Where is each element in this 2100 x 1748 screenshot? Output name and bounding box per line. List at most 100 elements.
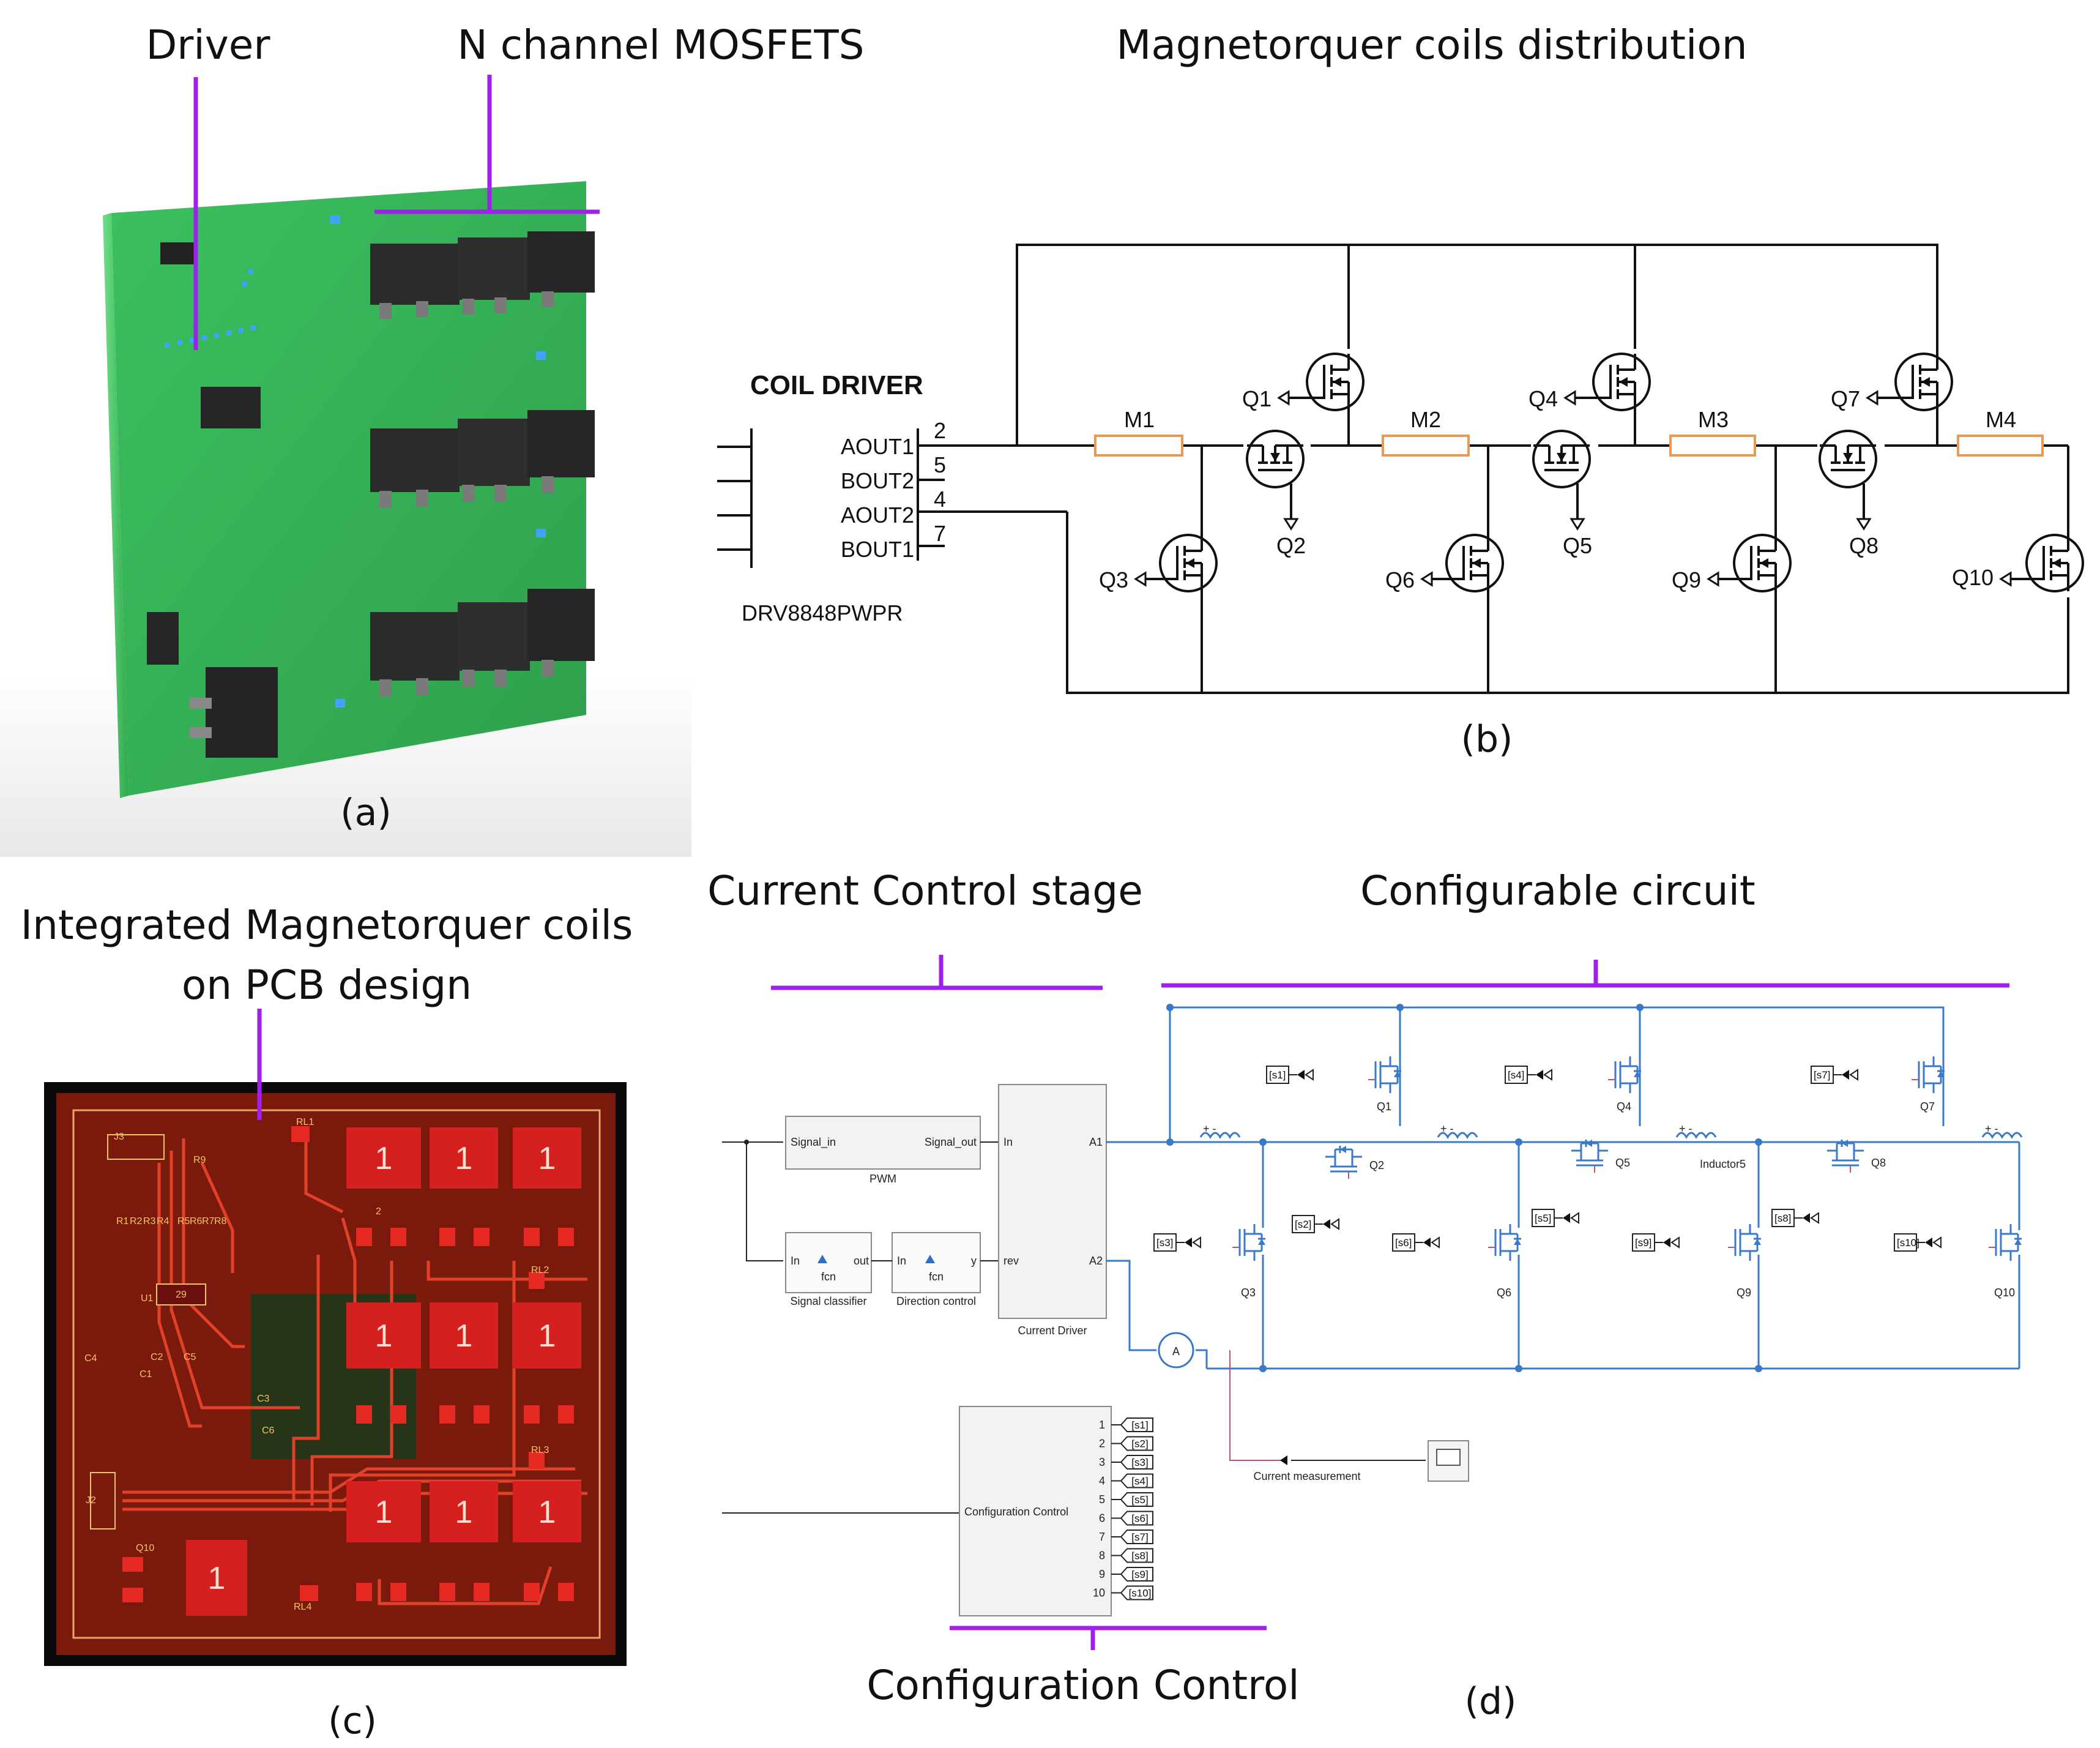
sc-name: Signal classifier — [790, 1295, 866, 1307]
inductor-1 — [1199, 1132, 1241, 1140]
pcb-ref-r5: R5 — [177, 1216, 190, 1227]
config-output-ports: 1[s1]2[s2]3[s3]4[s4]5[s5]6[s6]7[s7]8[s8]… — [1093, 1417, 1153, 1600]
pad-label: 1 — [538, 1318, 556, 1354]
cfg-port-number: 5 — [1099, 1493, 1105, 1506]
cfg-goto-label: [s3] — [1131, 1457, 1148, 1468]
inductor-label: Inductor5 — [1700, 1158, 1746, 1170]
coil-m3 — [1669, 435, 1756, 457]
cd-name: Current Driver — [1018, 1324, 1087, 1337]
schematic-ic-name: DRV8848PWPR — [742, 600, 903, 626]
cfg-goto-tag — [1120, 1567, 1153, 1582]
pcb-ref-rl3: RL3 — [531, 1445, 549, 1455]
sc-in-label: In — [791, 1255, 800, 1267]
pad-label: 1 — [455, 1318, 473, 1354]
pcb-large-pads — [186, 1127, 581, 1616]
label-q8: Q8 — [1849, 533, 1878, 558]
schematic-title: COIL DRIVER — [750, 370, 923, 400]
text-layer: Driver N channel MOSFETS Magnetorquer co… — [21, 21, 2016, 1742]
pwm-name: PWM — [869, 1173, 896, 1185]
coil-m1 — [1094, 435, 1183, 457]
label-q3: Q3 — [1099, 567, 1128, 592]
sim-label-q6: Q6 — [1497, 1287, 1511, 1299]
pcb-ref-c6: C6 — [262, 1425, 275, 1436]
cfg-goto-tag — [1120, 1473, 1153, 1488]
pcb-ref-rl4: RL4 — [294, 1602, 311, 1612]
pcb-ref-j2: J2 — [86, 1495, 96, 1506]
connector-small — [147, 612, 179, 665]
panel-c-pcb-layout — [44, 1009, 627, 1666]
q9-mosfet — [1733, 534, 1792, 592]
sc-out-label: out — [854, 1255, 869, 1267]
smd-components — [165, 215, 546, 708]
cfg-goto-label: [s10] — [1129, 1588, 1152, 1599]
pcb-ref-u1: U1 — [141, 1293, 154, 1304]
inductor-4 — [1981, 1132, 2023, 1140]
q2-mosfet — [1246, 430, 1305, 488]
goto-label-s1: [s1] — [1269, 1069, 1286, 1081]
pcb-board-edge — [103, 213, 128, 798]
sc-fcn: fcn — [821, 1271, 836, 1283]
current-driver-block[interactable] — [998, 1084, 1107, 1319]
direction-control-block[interactable] — [892, 1232, 981, 1293]
pcb-ref-rl2: RL2 — [531, 1265, 549, 1276]
sim-label-q8: Q8 — [1871, 1157, 1886, 1169]
cfg-goto-label: [s5] — [1131, 1494, 1148, 1506]
cfg-port-number: 3 — [1099, 1456, 1105, 1468]
configuration-control-block[interactable] — [959, 1406, 1112, 1616]
ammeter-label: A — [1172, 1345, 1180, 1358]
cd-in-label: In — [1003, 1136, 1013, 1148]
inductor-2 — [1437, 1132, 1478, 1140]
mosfet-row-3 — [370, 589, 595, 697]
pin-num-4: 4 — [934, 487, 946, 512]
signal-classifier-block[interactable] — [785, 1232, 872, 1293]
pwm-block[interactable] — [785, 1116, 981, 1170]
sim-label-q7: Q7 — [1920, 1100, 1935, 1113]
pin-aout2: AOUT2 — [841, 502, 914, 528]
pad-label: 1 — [538, 1141, 556, 1176]
pad-label: 1 — [375, 1141, 393, 1176]
pin-bout2: BOUT2 — [841, 468, 914, 493]
pcb-ref-rl1: RL1 — [296, 1117, 314, 1127]
pcb-ref-r1: R1 — [116, 1216, 129, 1227]
cfg-goto-label: [s4] — [1131, 1476, 1148, 1487]
pwm-in-label: Signal_in — [791, 1136, 836, 1149]
sim-q3 — [1231, 1223, 1267, 1262]
pcb-ref-q10: Q10 — [136, 1543, 154, 1553]
cd-rev-label: rev — [1003, 1255, 1019, 1267]
pcb-ref-c2: C2 — [151, 1352, 163, 1362]
cfg-port-number: 10 — [1093, 1587, 1105, 1599]
sim-label-q2: Q2 — [1369, 1159, 1384, 1171]
inductor-3 — [1675, 1132, 1717, 1140]
pad-label: 1 — [208, 1561, 226, 1596]
cfg-goto-label: [s8] — [1131, 1550, 1148, 1562]
cfg-goto-label: [s7] — [1131, 1531, 1148, 1543]
q7-mosfet — [1894, 353, 1953, 411]
callout-driver: Driver — [146, 21, 270, 69]
goto-label-s7: [s7] — [1814, 1069, 1830, 1081]
pcb-ref-c1: C1 — [140, 1369, 152, 1380]
label-q5: Q5 — [1563, 533, 1592, 558]
pin-num-7: 7 — [934, 521, 946, 546]
pcb-ref-c5: C5 — [184, 1352, 196, 1362]
caption-b: (b) — [1461, 718, 1513, 761]
pcb-ref-r7: R7 — [202, 1216, 215, 1227]
sim-q2 — [1324, 1145, 1363, 1180]
sim-q4 — [1607, 1055, 1642, 1094]
cfg-goto-tag — [1120, 1455, 1153, 1470]
mosfet-row-2 — [370, 410, 595, 508]
pad-label: 1 — [375, 1495, 393, 1530]
caption-a: (a) — [340, 791, 392, 834]
sim-label-q4: Q4 — [1617, 1100, 1631, 1113]
pcb-ref-r6: R6 — [190, 1216, 203, 1227]
cfg-goto-tag — [1120, 1492, 1153, 1507]
pcb-ref-r3: R3 — [143, 1216, 156, 1227]
pcb-ref-r9: R9 — [193, 1155, 206, 1165]
pad-label: 1 — [375, 1318, 393, 1354]
cd-a2-label: A2 — [1089, 1255, 1103, 1267]
cfg-port-number: 6 — [1099, 1512, 1105, 1525]
pin-bout1: BOUT1 — [841, 537, 914, 562]
cfg-port-number: 9 — [1099, 1568, 1105, 1580]
cfg-port-number: 2 — [1099, 1438, 1105, 1450]
pin-num-2: 2 — [934, 418, 946, 443]
